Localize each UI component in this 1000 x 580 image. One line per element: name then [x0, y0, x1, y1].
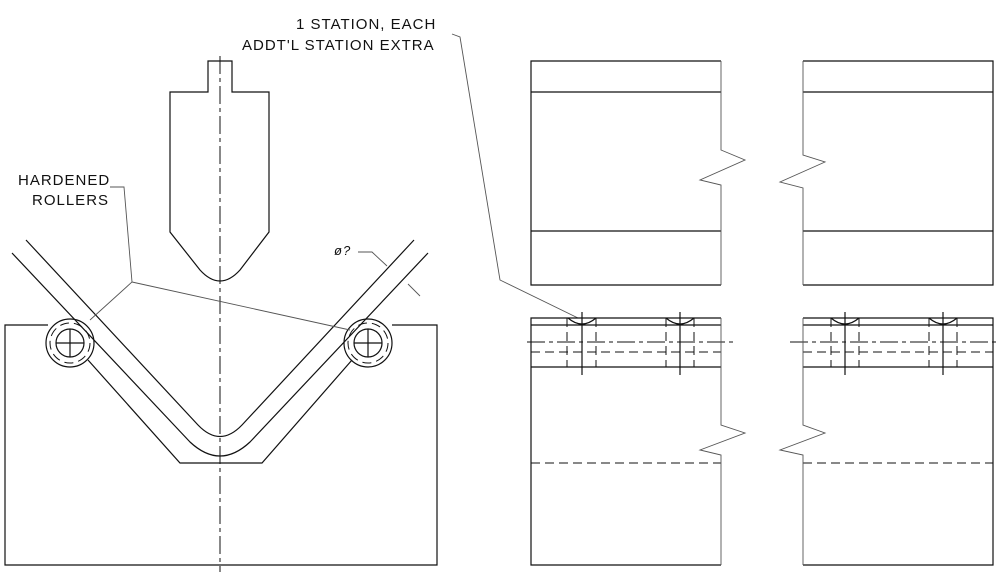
station-leader — [451, 33, 579, 319]
diameter-label: ø? — [334, 243, 352, 258]
punch — [169, 60, 270, 282]
station-note-line2: ADDT'L STATION EXTRA — [242, 37, 435, 54]
top-view-left — [530, 60, 747, 286]
die-block — [4, 324, 438, 566]
bent-sheet — [11, 239, 429, 457]
rollers-note-line1: HARDENED — [18, 172, 111, 189]
roller-left — [45, 318, 95, 368]
diameter-dimension — [358, 251, 421, 297]
top-view-right — [778, 60, 994, 286]
roller-right — [343, 318, 393, 368]
rollers-leader — [89, 186, 133, 321]
front-view-left — [527, 312, 747, 566]
rollers-note-line2: ROLLERS — [32, 192, 110, 209]
front-view-right — [778, 312, 998, 566]
station-note-line1: 1 STATION, EACH — [296, 16, 437, 33]
rollers-leader-2 — [131, 281, 351, 331]
